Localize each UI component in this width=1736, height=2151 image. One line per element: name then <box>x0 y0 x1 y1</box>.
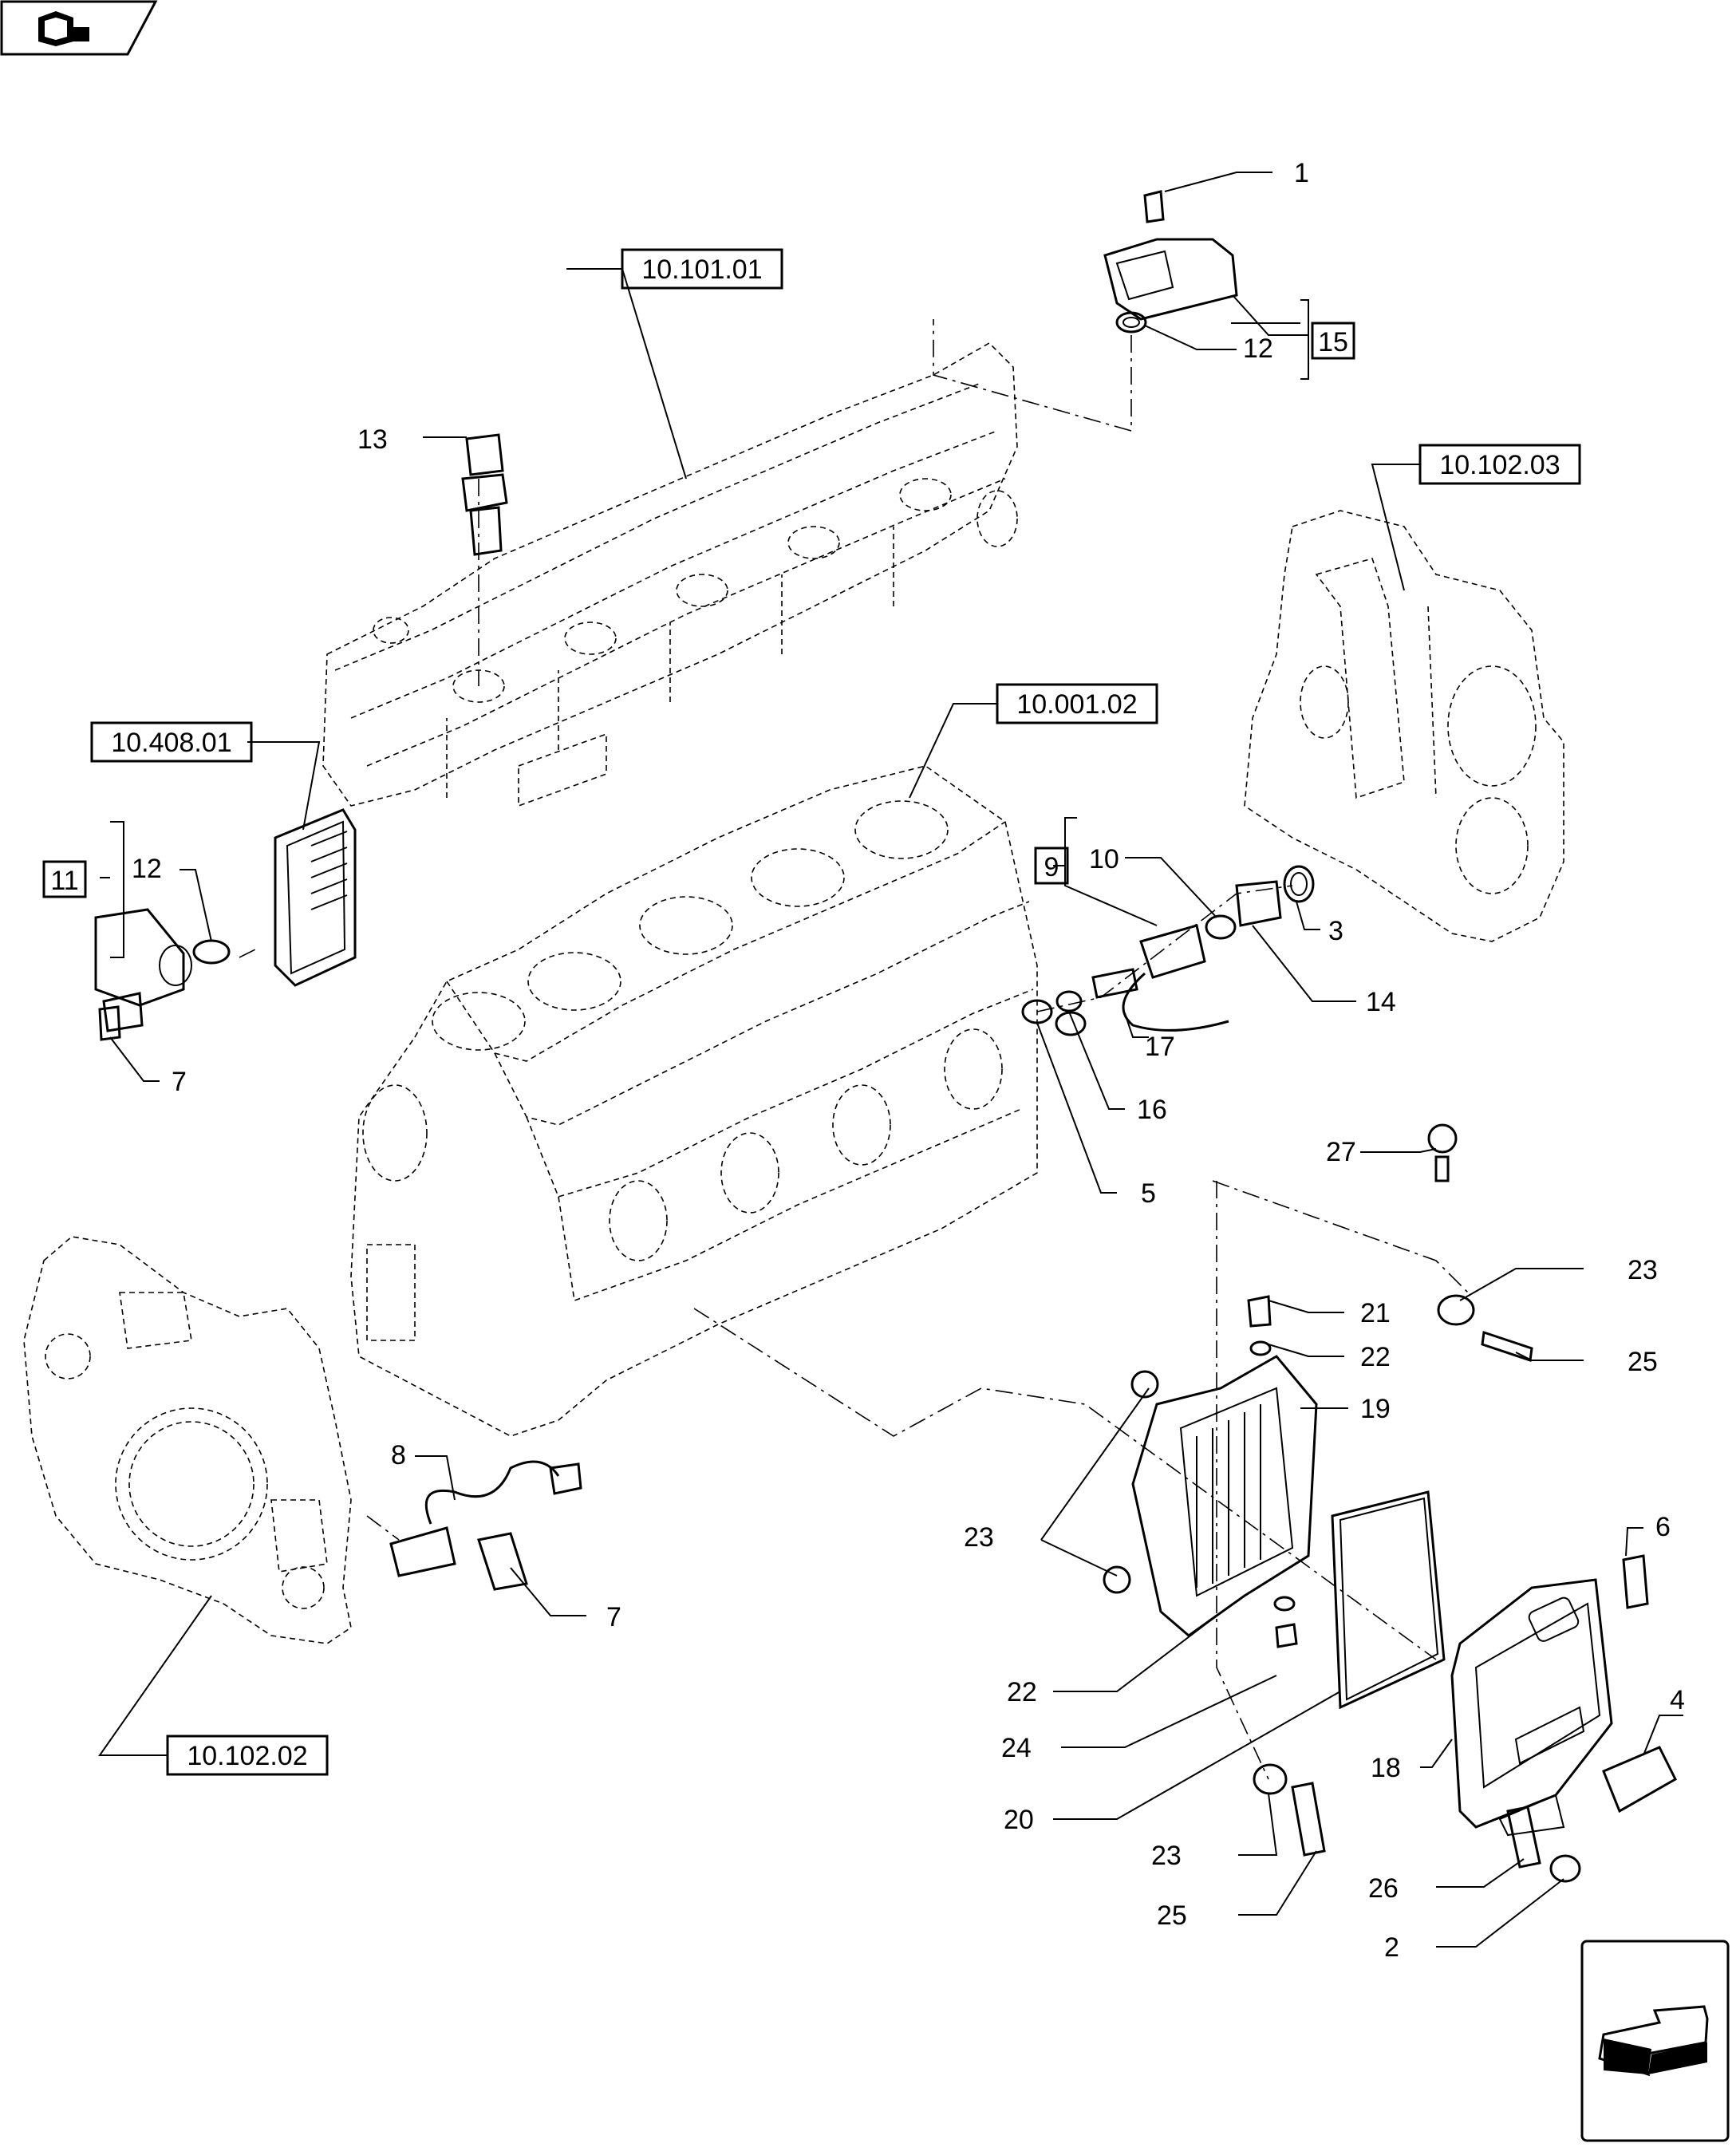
callout-5[interactable]: 5 <box>1141 1178 1156 1209</box>
clip-drawing <box>1427 1123 1458 1182</box>
callout-25[interactable]: 25 <box>1628 1347 1658 1377</box>
book-arrow-icon[interactable] <box>0 0 158 56</box>
callout-7[interactable]: 7 <box>606 1602 621 1632</box>
callout-23[interactable]: 23 <box>1151 1841 1182 1871</box>
group-label: 11 <box>50 866 78 896</box>
callout-10[interactable]: 10 <box>1089 844 1119 874</box>
reference-label: 10.102.02 <box>187 1741 307 1771</box>
callout-8[interactable]: 8 <box>391 1440 406 1470</box>
ecu-gasket-drawing <box>1331 1490 1446 1710</box>
callout-7[interactable]: 7 <box>172 1067 187 1097</box>
callout-26[interactable]: 26 <box>1368 1873 1399 1904</box>
gear-housing-drawing <box>23 1236 352 1644</box>
callout-17[interactable]: 17 <box>1145 1032 1175 1062</box>
ecu-module-drawing <box>1450 1578 1613 1837</box>
callout-3[interactable]: 3 <box>1328 916 1343 946</box>
arrow-down-left-icon[interactable] <box>1580 1940 1730 2142</box>
engine-block-drawing <box>350 765 1038 1437</box>
reference-box-10-408-01[interactable]: 10.408.01 <box>90 721 253 763</box>
group-label: 9 <box>1044 852 1059 882</box>
group-label: 15 <box>1318 327 1348 357</box>
callout-24[interactable]: 24 <box>1001 1733 1032 1763</box>
callout-12[interactable]: 12 <box>132 854 162 884</box>
callout-numbers: 1 12 13 10 3 14 17 16 5 12 7 27 23 21 22… <box>132 158 1685 1963</box>
speed-sensor-drawing <box>1055 914 1237 1036</box>
callout-12[interactable]: 12 <box>1243 334 1273 364</box>
ecu-bracket-drawing <box>1131 1355 1318 1637</box>
reference-box-10-102-02[interactable]: 10.102.02 <box>166 1735 329 1776</box>
group-box-11[interactable]: 11 <box>42 860 87 898</box>
crankshaft-sensor-drawing <box>389 1460 582 1591</box>
callout-2[interactable]: 2 <box>1384 1932 1399 1963</box>
reference-box-10-101-01[interactable]: 10.101.01 <box>621 248 783 290</box>
reference-box-10-102-03[interactable]: 10.102.03 <box>1418 444 1581 485</box>
callout-22[interactable]: 22 <box>1007 1677 1037 1707</box>
callout-25[interactable]: 25 <box>1157 1900 1187 1931</box>
leader-lines <box>98 172 1683 1948</box>
callout-21[interactable]: 21 <box>1360 1298 1391 1328</box>
adapter-fitting-drawing <box>1235 865 1315 927</box>
ecu-cover-drawing <box>1602 1746 1677 1814</box>
callout-20[interactable]: 20 <box>1004 1805 1034 1835</box>
callout-23[interactable]: 23 <box>1628 1255 1658 1285</box>
group-box-15[interactable]: 15 <box>1311 322 1355 360</box>
callout-16[interactable]: 16 <box>1137 1095 1167 1125</box>
callout-18[interactable]: 18 <box>1371 1753 1401 1783</box>
callout-23[interactable]: 23 <box>964 1522 994 1553</box>
reference-label: 10.408.01 <box>111 728 231 758</box>
reference-label: 10.101.01 <box>641 255 762 285</box>
center-lines <box>239 319 1469 1780</box>
oil-filter-module-drawing <box>274 808 357 987</box>
callout-4[interactable]: 4 <box>1670 1685 1685 1715</box>
callout-14[interactable]: 14 <box>1366 987 1396 1017</box>
group-box-9[interactable]: 9 <box>1034 847 1069 885</box>
callout-22[interactable]: 22 <box>1360 1342 1391 1372</box>
pressure-sensor-drawing <box>1103 190 1238 334</box>
callout-1[interactable]: 1 <box>1294 158 1309 188</box>
front-cover-drawing <box>1244 510 1564 942</box>
callout-19[interactable]: 19 <box>1360 1394 1391 1424</box>
callout-27[interactable]: 27 <box>1326 1137 1356 1167</box>
callout-13[interactable]: 13 <box>357 424 388 455</box>
reference-label: 10.102.03 <box>1439 450 1560 480</box>
callout-6[interactable]: 6 <box>1655 1512 1671 1542</box>
reference-label: 10.001.02 <box>1016 689 1137 720</box>
fasteners-drawing <box>98 1005 1649 1883</box>
temperature-sender-drawing <box>461 433 508 556</box>
reference-box-10-001-02[interactable]: 10.001.02 <box>996 683 1158 724</box>
cylinder-head-drawing <box>322 342 1018 807</box>
